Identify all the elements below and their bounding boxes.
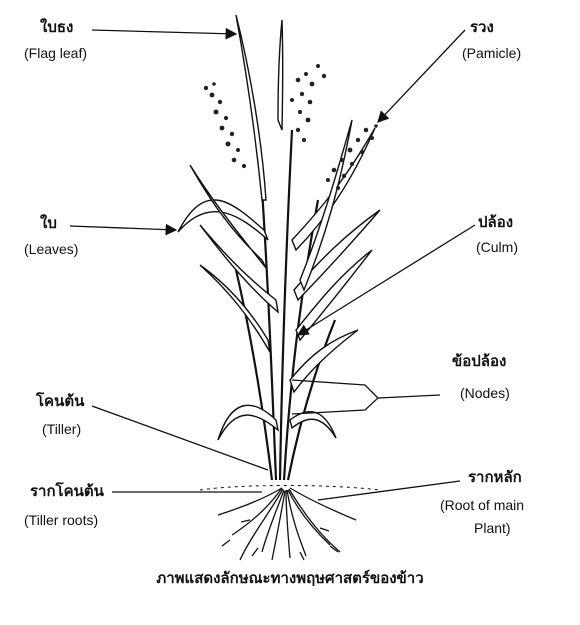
- nodes-label-thai: ข้อปล้อง: [452, 352, 506, 370]
- panicle-label-english: (Pamicle): [462, 44, 521, 62]
- tiller-label-english: (Tiller): [42, 420, 81, 438]
- main-root-pointer: [318, 481, 460, 500]
- culm-label-thai: ปล้อง: [478, 213, 513, 231]
- main-root-label-english-line1: (Root of main: [440, 496, 524, 514]
- main-root-label-english-line2: Plant): [474, 519, 511, 537]
- leaves-label-thai: ใบ: [40, 214, 57, 232]
- panicle-pointer: [378, 30, 465, 122]
- panicle-label-thai: รวง: [470, 18, 494, 36]
- tiller-roots-label-english: (Tiller roots): [24, 511, 98, 529]
- leaves-group: [178, 15, 380, 440]
- nodes-label-english: (Nodes): [460, 384, 510, 402]
- culm-pointer: [298, 225, 475, 335]
- tiller-label-thai: โคนต้น: [36, 392, 84, 410]
- soil-line: [200, 486, 380, 491]
- main-root-label-thai: รากหลัก: [468, 468, 522, 486]
- flag-leaf-label-thai: ใบธง: [40, 18, 73, 36]
- culm-label-english: (Culm): [476, 238, 518, 256]
- flag-leaf-label-english: (Flag leaf): [24, 44, 87, 62]
- pointer-lines: [70, 30, 475, 500]
- figure-caption: ภาพแสดงลักษณะทางพฤษศาสตร์ของข้าว: [0, 566, 580, 590]
- flag-leaf-pointer: [92, 30, 236, 34]
- tiller-roots-label-thai: รากโคนต้น: [30, 482, 104, 500]
- leaves-pointer: [70, 226, 176, 230]
- leaves-label-english: (Leaves): [24, 240, 78, 258]
- roots: [218, 488, 356, 560]
